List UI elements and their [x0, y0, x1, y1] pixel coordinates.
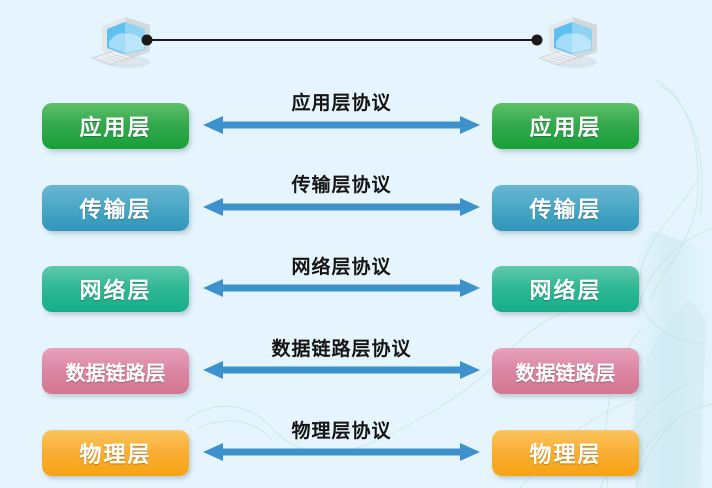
protocol-caption-physical: 物理层协议 [291, 421, 392, 442]
left-layer-label-transport: 传输层 [79, 197, 152, 222]
right-layer-label-network: 网络层 [529, 278, 602, 303]
left-host-computer-icon [90, 17, 150, 68]
right-layer-label-physical: 物理层 [529, 442, 602, 467]
right-host-computer-icon [537, 17, 597, 68]
left-layer-box-physical[interactable]: 物理层 [42, 430, 189, 476]
left-layer-label-network: 网络层 [79, 278, 152, 303]
right-layer-box-data-link[interactable]: 数据链路层 [492, 348, 639, 394]
left-layer-box-network[interactable]: 网络层 [42, 266, 189, 312]
protocol-caption-application: 应用层协议 [291, 93, 392, 114]
protocol-arrow-network [203, 279, 480, 297]
protocol-arrow-data-link [203, 361, 480, 379]
left-layer-box-application[interactable]: 应用层 [42, 103, 189, 149]
left-layer-label-physical: 物理层 [79, 442, 152, 467]
right-layer-label-application: 应用层 [529, 115, 602, 140]
left-layer-box-data-link[interactable]: 数据链路层 [42, 348, 189, 394]
right-layer-box-physical[interactable]: 物理层 [492, 430, 639, 476]
protocol-caption-transport: 传输层协议 [291, 175, 392, 196]
right-layer-label-data-link: 数据链路层 [515, 362, 616, 385]
protocol-arrow-physical [203, 443, 480, 461]
right-layer-box-application[interactable]: 应用层 [492, 103, 639, 149]
left-layer-label-data-link: 数据链路层 [65, 362, 166, 385]
protocol-caption-network: 网络层协议 [291, 257, 392, 278]
protocol-caption-data-link: 数据链路层协议 [271, 339, 412, 360]
left-layer-box-transport[interactable]: 传输层 [42, 185, 189, 231]
host-to-host-link-line [141, 34, 543, 46]
right-layer-box-network[interactable]: 网络层 [492, 266, 639, 312]
left-layer-label-application: 应用层 [79, 115, 152, 140]
protocol-arrow-transport [203, 198, 480, 216]
protocol-arrow-application [203, 116, 480, 134]
right-layer-label-transport: 传输层 [529, 197, 602, 222]
right-layer-box-transport[interactable]: 传输层 [492, 185, 639, 231]
